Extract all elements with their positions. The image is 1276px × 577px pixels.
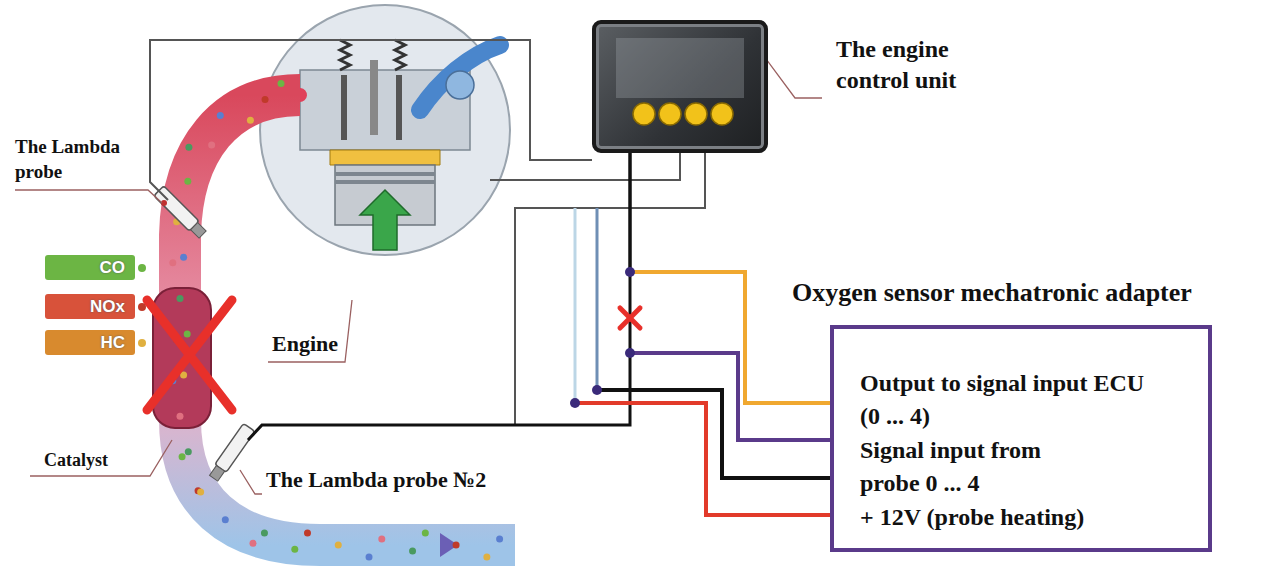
- connector-segment: [629, 153, 632, 272]
- part-label: Catalyst: [44, 448, 108, 472]
- cross-mark: [147, 300, 232, 410]
- junction-dot: [570, 348, 635, 408]
- unit-label: The engine control unit: [836, 34, 986, 96]
- control-unit-box: The engine control unit: [592, 20, 768, 153]
- cut-mark: [620, 308, 640, 328]
- legend-text: NOx: [90, 297, 125, 316]
- adapter-box: Oxygen sensor mechatronic adapterOutput …: [830, 325, 1212, 552]
- engine-illustration: [260, 5, 510, 255]
- legend-dot: [138, 339, 146, 347]
- part-label: Engine: [272, 330, 338, 358]
- signal-wire: [150, 40, 830, 515]
- adapter-heading: Oxygen sensor mechatronic adapter: [792, 277, 1192, 309]
- pin-description: Signal input from probe 0 ... 4: [860, 434, 1100, 500]
- junction-dot: [625, 267, 635, 277]
- exhaust-pipe: [180, 95, 515, 545]
- legend-dot: [138, 264, 146, 272]
- lambda-probe: [208, 423, 255, 482]
- legend-swatch: CO: [45, 255, 135, 280]
- part-label: The Lambda probe №2: [266, 466, 486, 494]
- legend-text: HC: [100, 333, 125, 352]
- ecu-led: [659, 103, 681, 125]
- exhaust-outlet: [420, 524, 515, 566]
- part-label: The Lambda probe: [15, 134, 155, 184]
- ecu-panel: [616, 38, 744, 98]
- pin-description: Output to signal input ECU (0 ... 4): [860, 367, 1145, 433]
- ecu-face: [596, 24, 764, 149]
- leader-line: [15, 40, 822, 494]
- legend-swatch: NOx: [45, 294, 135, 319]
- ecu-led: [633, 103, 655, 125]
- ecu-led: [685, 103, 707, 125]
- ecu-led: [711, 103, 733, 125]
- legend-swatch: HC: [45, 330, 135, 355]
- pin-description: + 12V (probe heating): [860, 501, 1220, 534]
- legend-text: CO: [100, 258, 126, 277]
